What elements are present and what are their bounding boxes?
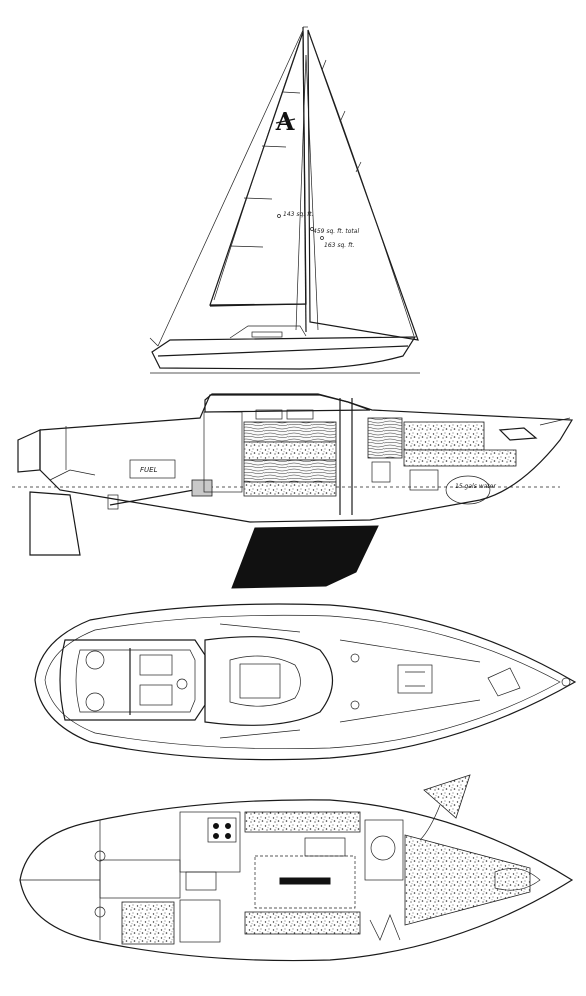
v-berth: [403, 421, 485, 451]
accommodation-outline: [19, 799, 574, 962]
ballast-keel: [231, 525, 379, 589]
forward-v-berth: [404, 834, 531, 926]
inboard-profile-view: FUEL 15 gals water: [12, 393, 574, 589]
jib-sail: [307, 29, 419, 341]
mainsail: [209, 31, 307, 306]
forward-hatch: [397, 664, 433, 694]
stove: [207, 817, 237, 843]
total-sail-area-note: 459 sq. ft. total: [313, 228, 359, 235]
water-tank-label: 15 gals water: [455, 483, 496, 490]
detail-callout: [423, 774, 471, 819]
water-tank: [445, 475, 491, 505]
quarter-berth: [121, 901, 175, 945]
head-toilet: [370, 835, 396, 861]
backstay: [157, 29, 304, 347]
fuel-tank: [129, 459, 176, 479]
deck-plan-view: [34, 603, 577, 761]
engine: [191, 479, 213, 497]
jib-area-note: 163 sq. ft.: [324, 242, 355, 249]
sail-plan-view: A 143 sq. ft. 459 sq. ft. total 163 sq. …: [149, 26, 420, 374]
saloon-settee-starboard: [244, 911, 361, 935]
settee-back: [243, 421, 337, 443]
nav-station: [179, 899, 221, 943]
rudder: [29, 491, 81, 556]
accommodation-plan-view: [19, 774, 574, 962]
coachroof: [204, 636, 333, 726]
mainsail-area-note: 143 sq. ft.: [283, 211, 314, 218]
deck-outline: [34, 603, 577, 761]
cockpit: [59, 639, 206, 721]
saloon-settee-port: [244, 811, 361, 833]
anchor-chain-locker: [494, 868, 541, 891]
hatch: [229, 655, 301, 707]
fuel-label: FUEL: [140, 466, 158, 474]
hull-profile: [151, 336, 417, 370]
boom: [209, 303, 307, 307]
